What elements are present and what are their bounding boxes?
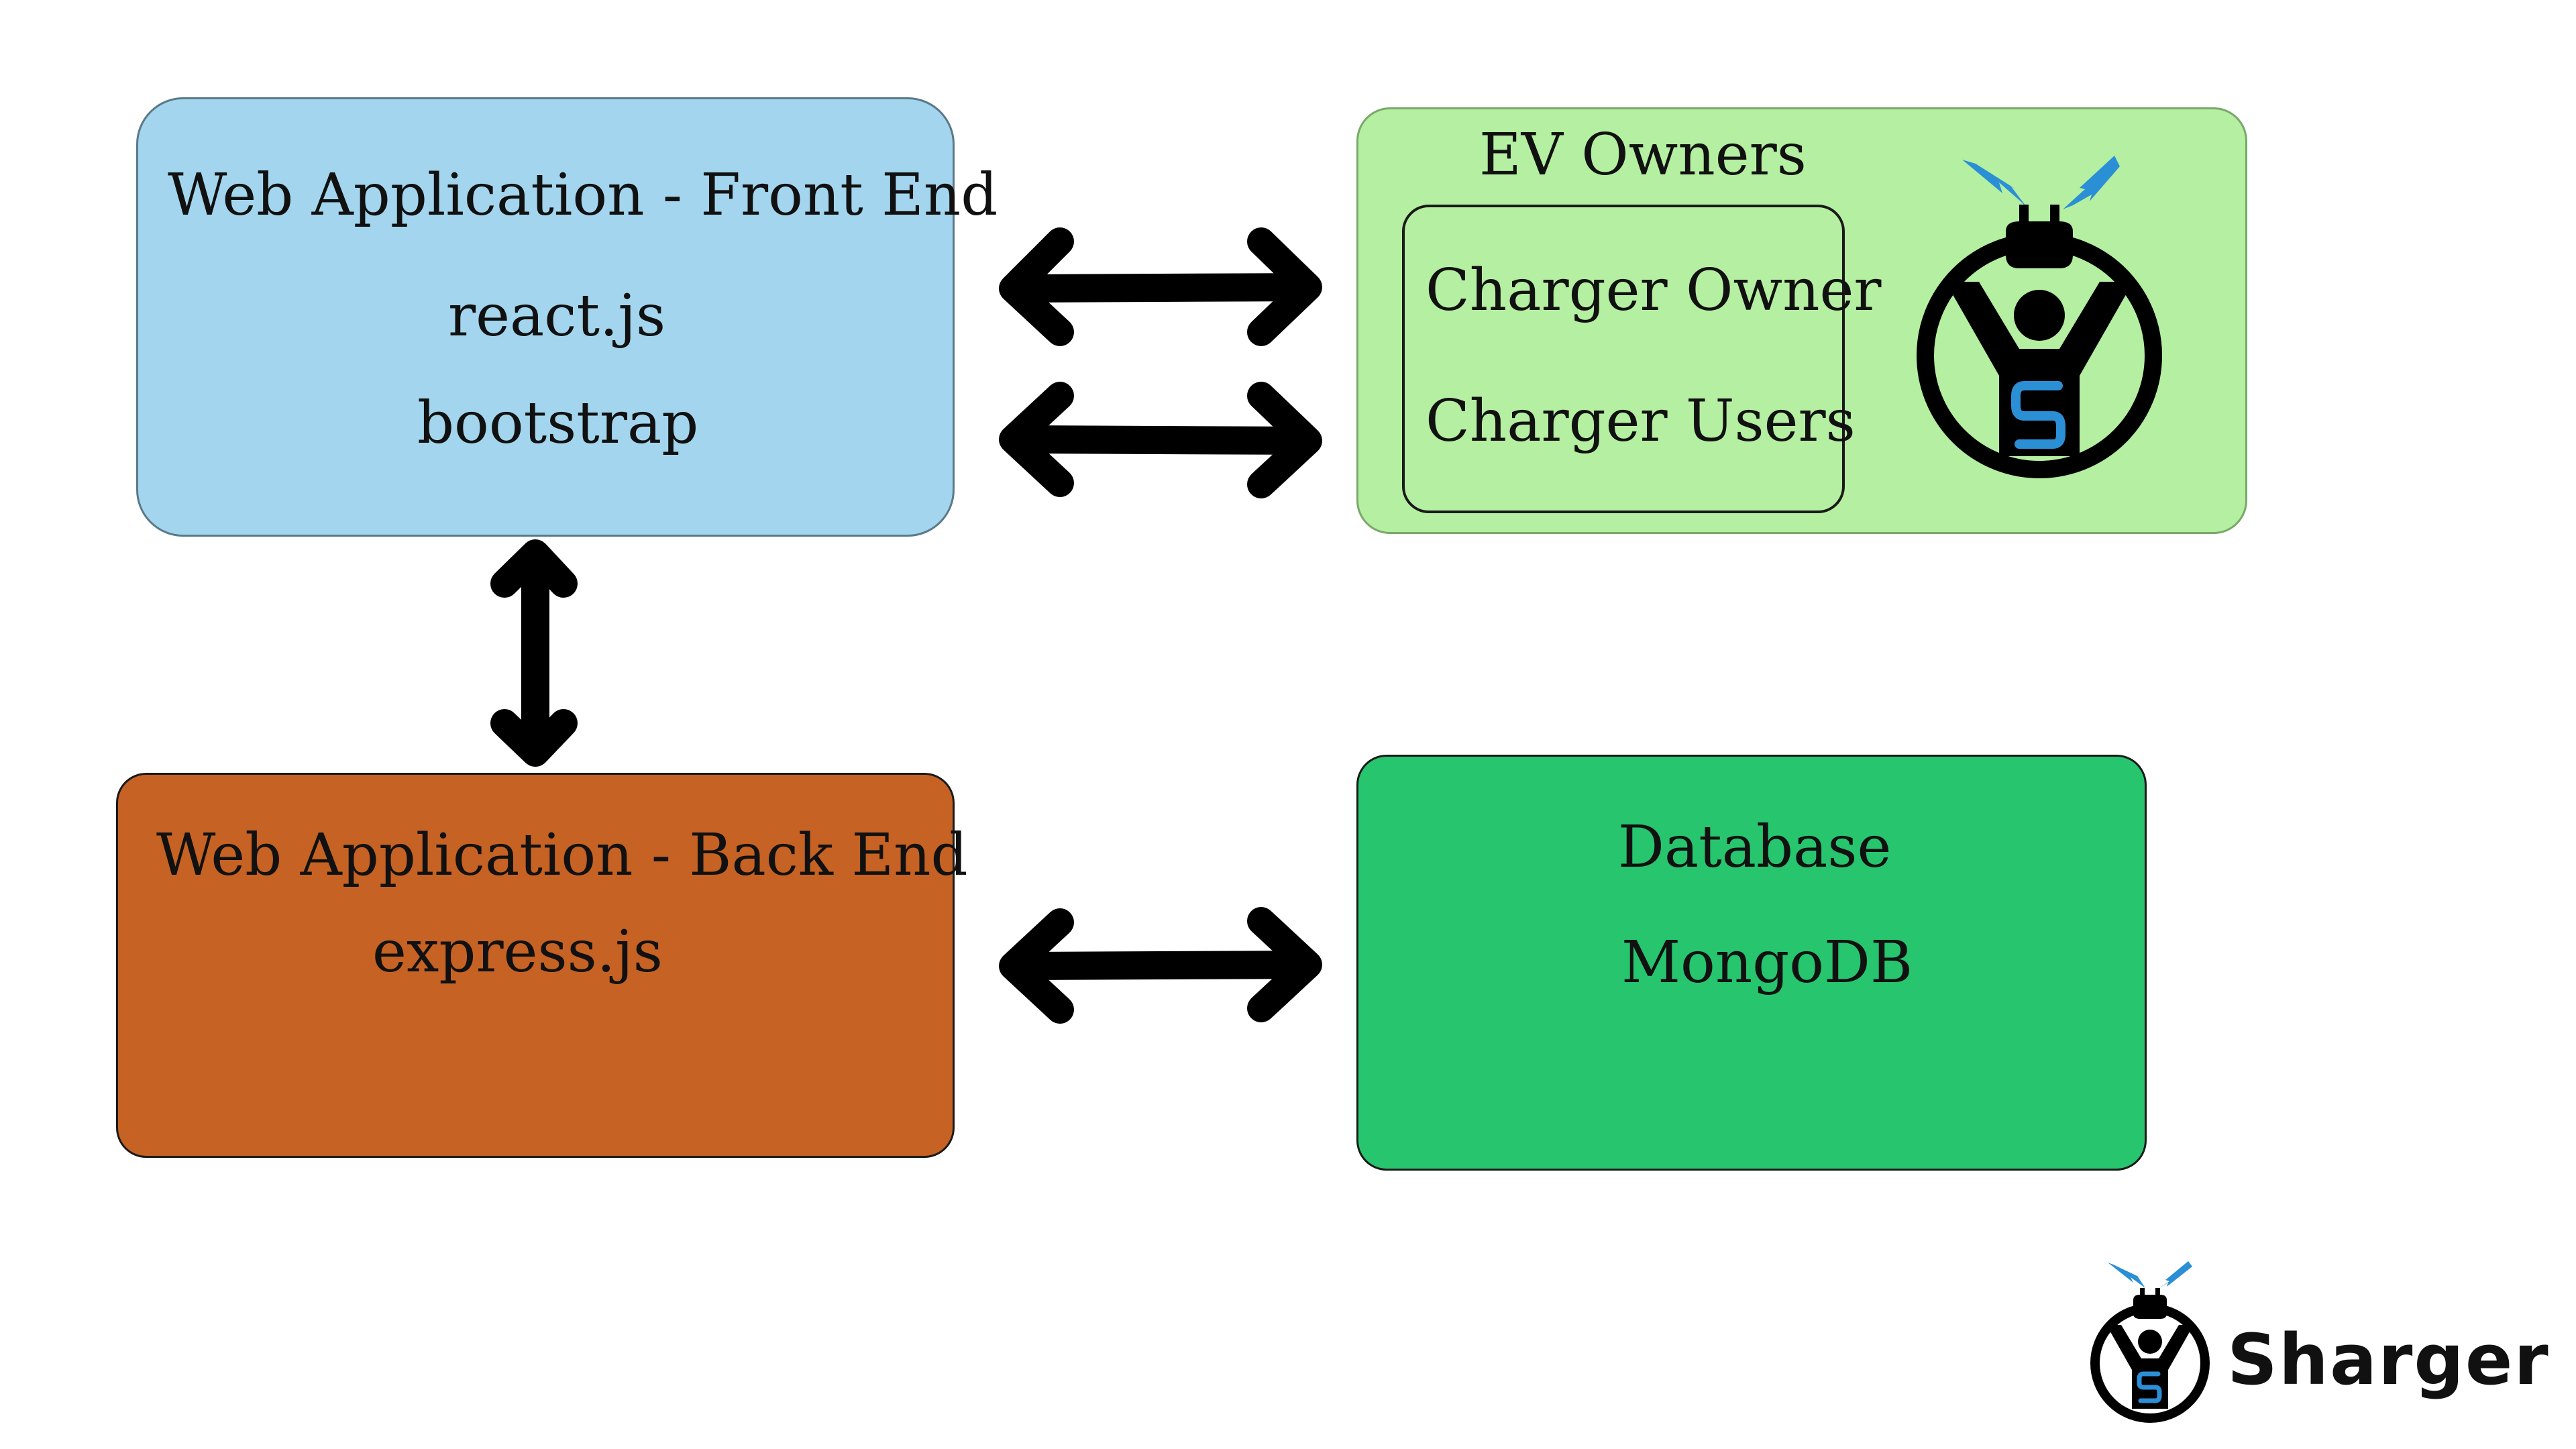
frontend-box bbox=[136, 97, 955, 537]
backend-title: Web Application - Back End bbox=[156, 822, 968, 889]
frontend-tech-bootstrap: bootstrap bbox=[417, 390, 699, 457]
database-title: Database bbox=[1618, 814, 1892, 881]
frontend-backend-arrow bbox=[490, 539, 578, 767]
lightning-bolt-icon bbox=[1962, 156, 2120, 209]
backend-tech-express: express.js bbox=[372, 918, 663, 985]
user-roles-box bbox=[1402, 205, 1845, 513]
database-tech-mongodb: MongoDB bbox=[1621, 929, 1913, 996]
frontend-title: Web Application - Front End bbox=[168, 162, 998, 229]
charger-owner-label: Charger Owner bbox=[1426, 257, 1882, 324]
small-lightning-bolt-icon bbox=[2108, 1261, 2192, 1291]
ev-owners-title: EV Owners bbox=[1479, 121, 1807, 189]
frontend-tech-react: react.js bbox=[448, 282, 666, 350]
backend-box bbox=[116, 773, 955, 1158]
small-plug-person-emblem bbox=[2090, 1288, 2210, 1423]
plug-person-emblem bbox=[1917, 205, 2162, 478]
frontend-ev-arrow-lower bbox=[999, 382, 1322, 498]
database-box bbox=[1356, 755, 2147, 1171]
brand-wordmark: Sharger bbox=[2227, 1319, 2550, 1401]
charger-users-label: Charger Users bbox=[1426, 388, 1856, 455]
backend-database-arrow bbox=[999, 907, 1322, 1024]
frontend-ev-arrow-upper bbox=[999, 227, 1322, 346]
